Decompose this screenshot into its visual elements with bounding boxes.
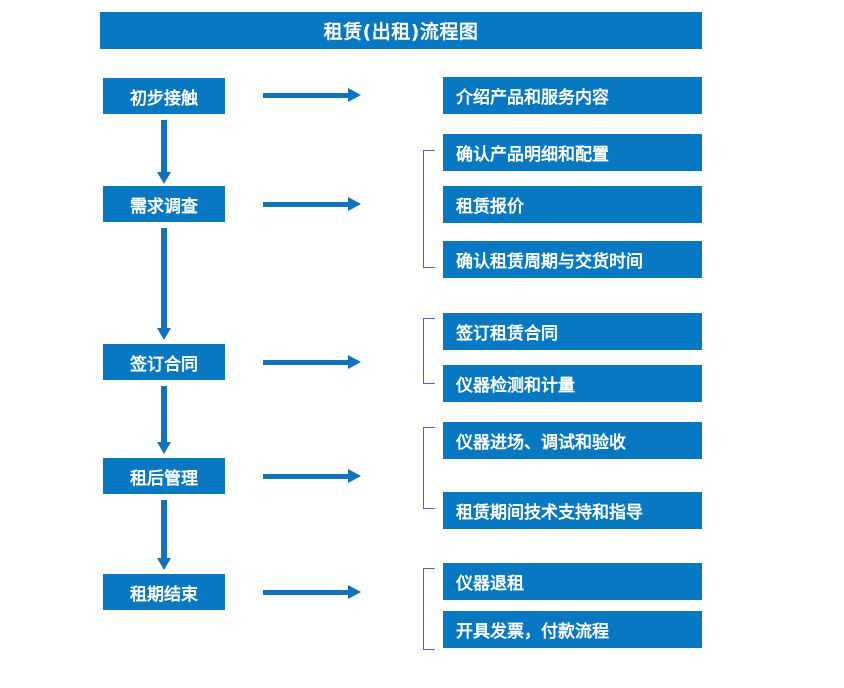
arrow-shaft [263, 202, 351, 207]
detail-box-rental-quotation[interactable]: 租赁报价 [443, 186, 702, 223]
bracket-requirement-survey-group [423, 150, 435, 268]
arrow-shaft [161, 120, 167, 172]
detail-box-instrument-inspection[interactable]: 仪器检测和计量 [443, 365, 702, 402]
horizontal-arrow-rental-end [263, 585, 361, 599]
arrow-head [348, 355, 361, 369]
horizontal-arrow-sign-contract [263, 355, 361, 369]
horizontal-arrow-requirement-survey [263, 197, 361, 211]
stage-box-rental-end[interactable]: 租期结束 [103, 574, 225, 610]
arrow-shaft [161, 228, 167, 328]
arrow-shaft [263, 360, 351, 365]
detail-box-invoice-payment[interactable]: 开具发票，付款流程 [443, 611, 702, 648]
arrow-head [348, 469, 361, 483]
detail-box-confirm-period-delivery[interactable]: 确认租赁周期与交货时间 [443, 241, 702, 278]
detail-box-instrument-onsite[interactable]: 仪器进场、调试和验收 [443, 422, 702, 459]
detail-box-sign-rental-contract[interactable]: 签订租赁合同 [443, 313, 702, 350]
arrow-shaft [263, 474, 351, 479]
arrow-head [157, 442, 171, 454]
arrow-head [348, 585, 361, 599]
bracket-rental-end-group [423, 568, 435, 650]
bracket-sign-contract-group [423, 318, 435, 384]
bracket-post-rental-group [423, 427, 435, 509]
detail-box-confirm-product-details[interactable]: 确认产品明细和配置 [443, 134, 702, 171]
vertical-arrow-contract-to-management [157, 386, 171, 454]
arrow-head [348, 88, 361, 102]
detail-box-introduce-products[interactable]: 介绍产品和服务内容 [443, 77, 702, 114]
horizontal-arrow-post-rental-management [263, 469, 361, 483]
stage-box-post-rental-management[interactable]: 租后管理 [103, 458, 225, 494]
stage-box-requirement-survey[interactable]: 需求调查 [103, 186, 225, 222]
arrow-shaft [161, 500, 167, 558]
arrow-shaft [263, 93, 351, 98]
arrow-head [157, 328, 171, 340]
arrow-shaft [263, 590, 351, 595]
horizontal-arrow-initial-contact [263, 88, 361, 102]
arrow-head [348, 197, 361, 211]
vertical-arrow-management-to-end [157, 500, 171, 570]
page-title: 租赁(出租)流程图 [100, 12, 702, 49]
detail-box-instrument-return[interactable]: 仪器退租 [443, 563, 702, 600]
vertical-arrow-survey-to-contract [157, 228, 171, 340]
arrow-shaft [161, 386, 167, 442]
stage-box-initial-contact[interactable]: 初步接触 [103, 78, 225, 114]
vertical-arrow-contact-to-survey [157, 120, 171, 184]
detail-box-technical-support[interactable]: 租赁期间技术支持和指导 [443, 492, 702, 529]
arrow-head [157, 172, 171, 184]
stage-box-sign-contract[interactable]: 签订合同 [103, 344, 225, 380]
arrow-head [157, 558, 171, 570]
